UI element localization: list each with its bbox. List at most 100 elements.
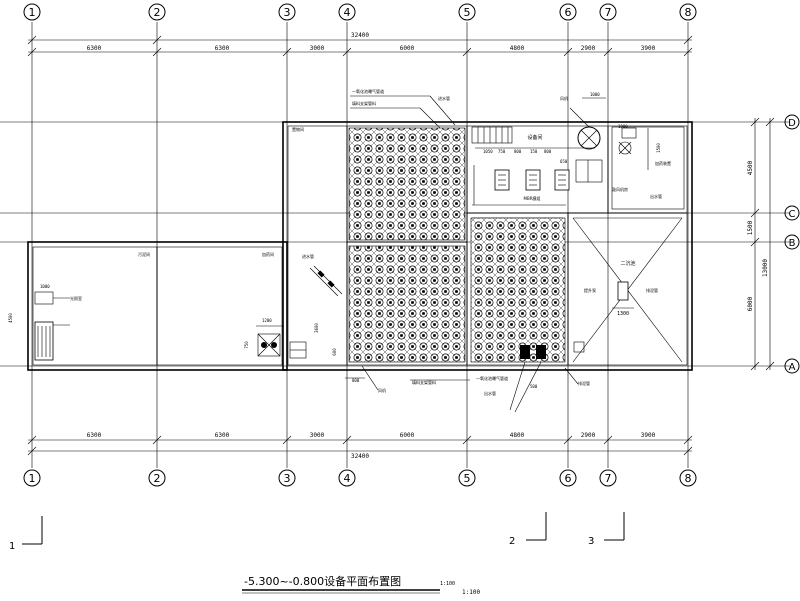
- dim-fan-1000: 1000: [590, 92, 600, 97]
- middle-left-area: 置物间 进水管 3600 600 800: [289, 126, 365, 383]
- dim-bottom-3: 3000: [310, 432, 325, 439]
- dim-right-room-1900: 1900: [618, 124, 628, 129]
- dim-right-total: 13000: [762, 259, 769, 277]
- dim-left-1200: 1200: [262, 318, 272, 323]
- label-media-top: 填料支架管料: [352, 100, 376, 106]
- reservoir-x-mark: 二沉池 提升泵 排泥管 1300: [572, 217, 683, 363]
- dim-top-4: 6000: [400, 45, 415, 52]
- dim-pump-5: 800: [544, 149, 552, 154]
- axis-label-2-bottom: 2: [154, 472, 161, 485]
- axis-label-6-bottom: 6: [565, 472, 572, 485]
- label-mbr: MBR膜组: [524, 195, 541, 201]
- room-left-a-label: 污泥间: [138, 251, 150, 257]
- bottom-pump-2: [536, 345, 546, 359]
- top-leaders: 一氧化池曝气管道 填料支架管料 进水管: [350, 88, 456, 129]
- dim-bottom-4: 6000: [400, 432, 415, 439]
- axis-label-C: C: [789, 209, 796, 220]
- label-blower-top: 一氧化池曝气管道: [352, 88, 384, 94]
- dim-total-bottom: 32400: [351, 453, 369, 460]
- dim-bottom-5: 4800: [510, 432, 525, 439]
- bottom-equipment: 填料支架管料 一氧化池曝气管道 出水管 排泥管 500 风机: [361, 341, 590, 413]
- dim-top-7: 3900: [641, 45, 656, 52]
- section-marks: 1 2 3: [9, 512, 625, 552]
- section-mark-3: 3: [588, 536, 594, 547]
- dim-bottom-2: 6300: [215, 432, 230, 439]
- label-outlet: 出水管: [650, 193, 662, 199]
- dim-bottom-6: 2900: [581, 432, 596, 439]
- axis-label-7-bottom: 7: [605, 472, 612, 485]
- dim-pump-6: 650: [560, 159, 568, 164]
- label-dosing: 加药装置: [655, 160, 671, 166]
- label-blower-room: 鼓风机房: [612, 186, 628, 192]
- fan-area: 风机 1000: [560, 92, 606, 150]
- axis-label-A: A: [789, 362, 796, 373]
- dim-bottom-1: 6300: [87, 432, 102, 439]
- bottom-pump-1: [520, 345, 530, 359]
- title-block: -5.300~-0.800设备平面布置图 1:100 1:100: [242, 574, 480, 596]
- axis-label-2-top: 2: [154, 6, 161, 19]
- axis-label-D: D: [788, 118, 796, 129]
- section-mark-2: 2: [509, 536, 515, 547]
- dim-pump-2: 750: [498, 149, 506, 154]
- dimensions-top: 32400 6300 6300 3000 6000 4800 2900 3900: [27, 32, 693, 57]
- dim-top-5: 4800: [510, 45, 525, 52]
- dim-right-1: 4500: [747, 160, 754, 175]
- dim-bottom-7: 3900: [641, 432, 656, 439]
- axis-bubbles-top: 1 2 3 4 5 6 7 8: [23, 3, 697, 21]
- dim-mid-3600: 3600: [314, 323, 319, 333]
- pump-room: 设备间 1050 750 800 150 800 650 MBR膜组 鼓风机房: [471, 126, 628, 206]
- dim-right-3: 6000: [747, 296, 754, 311]
- axis-label-4-bottom: 4: [344, 472, 351, 485]
- drawing-scale: 1:100: [462, 589, 480, 596]
- room-pump-label: 设备间: [527, 134, 542, 141]
- label-fan: 风机: [560, 95, 568, 101]
- axis-label-7-top: 7: [605, 6, 612, 19]
- dim-left-1000: 1000: [40, 284, 50, 289]
- label-media-bottom: 填料支架管料: [412, 379, 436, 385]
- media-fields: [348, 127, 566, 363]
- axis-label-4-top: 4: [344, 6, 351, 19]
- dim-left-750: 750: [244, 341, 249, 349]
- axis-bubbles-bottom: 1 2 3 4 5 6 7 8: [23, 469, 697, 487]
- room-reservoir-label: 二沉池: [620, 260, 635, 267]
- axis-label-3-top: 3: [284, 6, 291, 19]
- drawing-title: -5.300~-0.800设备平面布置图: [244, 574, 401, 588]
- dim-right-room-1500: 1500: [656, 143, 661, 153]
- dimensions-bottom: 6300 6300 3000 6000 4800 2900 3900 32400: [27, 432, 693, 460]
- room-left-c-label: 光照室: [70, 295, 82, 301]
- axis-label-1-top: 1: [29, 6, 36, 19]
- axis-label-3-bottom: 3: [284, 472, 291, 485]
- dim-pump-1: 1050: [483, 149, 493, 154]
- label-fan-bottom: 风机: [378, 387, 386, 393]
- right-top-room: 1500 加药装置 出水管 1900: [611, 124, 685, 210]
- label-sludge-bottom: 排泥管: [578, 380, 590, 386]
- axis-label-1-bottom: 1: [29, 472, 36, 485]
- dim-left-4500: 4500: [8, 313, 13, 323]
- dim-pump-4: 150: [530, 149, 538, 154]
- label-outlet-bottom: 出水管: [484, 390, 496, 396]
- dim-right-2: 1500: [747, 220, 754, 235]
- axis-label-8-top: 8: [685, 6, 692, 19]
- dim-top-3: 3000: [310, 45, 325, 52]
- scale-small: 1:100: [440, 581, 455, 587]
- axis-label-B: B: [789, 238, 796, 249]
- room-mid-top-label: 置物间: [292, 126, 304, 132]
- section-mark-1: 1: [9, 541, 15, 552]
- label-pipe-top: 进水管: [438, 95, 450, 101]
- dim-mid-800: 800: [352, 378, 360, 383]
- dim-pump-3: 800: [514, 149, 522, 154]
- label-lift-pump: 提升泵: [584, 287, 596, 293]
- dim-top-1: 6300: [87, 45, 102, 52]
- left-block: 污泥间 加药间 光照室 4500 1000 1200 750: [8, 251, 284, 361]
- dim-bottom-500: 500: [530, 384, 538, 389]
- room-left-b-label: 加药间: [262, 251, 274, 257]
- dim-top-6: 2900: [581, 45, 596, 52]
- sludge-tank: [34, 321, 54, 361]
- dim-mid-600: 600: [332, 348, 337, 356]
- dimensions-right: 4500 1500 6000 13000: [747, 117, 775, 371]
- axis-label-5-top: 5: [464, 6, 471, 19]
- label-pipe: 进水管: [302, 253, 314, 259]
- axis-label-8-bottom: 8: [685, 472, 692, 485]
- axis-label-5-bottom: 5: [464, 472, 471, 485]
